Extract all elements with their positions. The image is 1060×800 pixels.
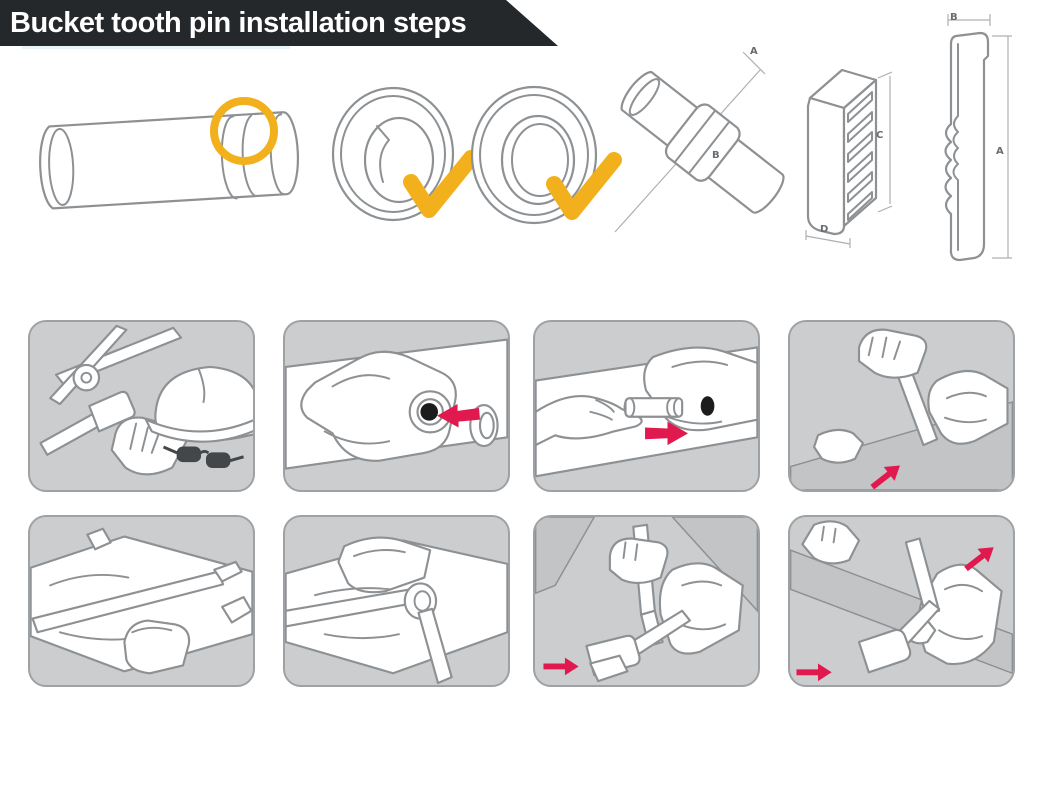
lock-block-illustration bbox=[805, 68, 893, 248]
upper-hand-icon bbox=[857, 328, 928, 379]
lock-block-icon bbox=[790, 50, 910, 250]
banner-underline bbox=[22, 46, 290, 49]
dim-label-a: A bbox=[750, 46, 758, 57]
red-arrow-icon bbox=[796, 663, 832, 682]
hammer-icon bbox=[857, 599, 941, 674]
step-panel-seat-pin-bar bbox=[28, 515, 255, 687]
pin-icon bbox=[623, 397, 684, 418]
step-panel-hammer-punch bbox=[533, 515, 760, 687]
pin-with-groove-highlight-icon bbox=[25, 85, 325, 235]
safety-glasses-icon bbox=[162, 445, 244, 469]
step-panel-drive-punch bbox=[283, 515, 510, 687]
dim-label-c: C bbox=[876, 130, 884, 141]
lower-hand-icon bbox=[927, 369, 1009, 445]
pin-end-icon bbox=[86, 527, 112, 551]
step-panel-hammer-pin bbox=[788, 320, 1015, 492]
dim-label-a2: A bbox=[996, 146, 1004, 157]
rubber-lock-ring-icon bbox=[462, 80, 622, 238]
red-arrow-icon bbox=[543, 657, 579, 676]
dim-label-b: B bbox=[712, 150, 720, 161]
hammer-pin-illustration bbox=[790, 328, 1013, 490]
tooth-icon bbox=[123, 619, 191, 675]
step-panel-prepare-tools bbox=[28, 320, 255, 492]
punch-icon bbox=[904, 537, 941, 616]
seat-pin-illustration bbox=[30, 527, 253, 675]
ring-front-illustration bbox=[331, 86, 477, 222]
title-banner: Bucket tooth pin installation steps bbox=[0, 0, 558, 46]
yellow-check-icon bbox=[403, 150, 477, 218]
step-panel-push-pin bbox=[533, 320, 760, 492]
wedge-icon bbox=[589, 654, 629, 683]
dim-label-b2: B bbox=[950, 12, 958, 23]
tool-eye-icon bbox=[72, 363, 101, 392]
pin-illustration bbox=[39, 97, 300, 210]
tooth-icon bbox=[337, 536, 432, 594]
hammer-punch-illustration bbox=[535, 517, 758, 683]
pin-side-illustration bbox=[944, 14, 1012, 262]
tools-illustration bbox=[39, 324, 253, 476]
page-title: Bucket tooth pin installation steps bbox=[10, 7, 467, 39]
adapter-icon bbox=[658, 562, 744, 655]
red-arrow-icon bbox=[964, 547, 994, 572]
tooth-edge-icon bbox=[813, 428, 864, 464]
remove-tooth-illustration bbox=[790, 520, 1013, 682]
red-arrow-icon bbox=[645, 421, 689, 446]
yellow-highlight-circle bbox=[210, 97, 278, 165]
rubber-lock-ring-icon bbox=[325, 82, 477, 234]
pin-side-view-icon bbox=[900, 0, 1025, 285]
punch-icon bbox=[417, 607, 453, 685]
hard-hat-icon bbox=[144, 365, 253, 443]
step-panel-remove-tooth bbox=[788, 515, 1015, 687]
assembled-pin-illustration bbox=[614, 51, 785, 233]
hand-icon bbox=[801, 520, 861, 565]
dim-label-d: D bbox=[820, 224, 829, 235]
pry-bar-icon bbox=[31, 560, 243, 634]
insert-lock-illustration bbox=[285, 338, 508, 470]
pin-hole bbox=[700, 396, 715, 416]
hammer-head-icon bbox=[221, 596, 253, 624]
drive-punch-illustration bbox=[285, 536, 508, 685]
push-pin-illustration bbox=[535, 346, 758, 478]
yellow-check-icon bbox=[546, 152, 622, 220]
ring-back-illustration bbox=[470, 85, 622, 225]
step-panel-insert-rubber-lock bbox=[283, 320, 510, 492]
bucket-tooth-icon bbox=[300, 350, 457, 462]
assembled-pin-icon bbox=[605, 40, 800, 245]
red-arrow-icon bbox=[870, 465, 900, 490]
hand-icon bbox=[608, 537, 669, 585]
pin-hole bbox=[420, 403, 439, 421]
